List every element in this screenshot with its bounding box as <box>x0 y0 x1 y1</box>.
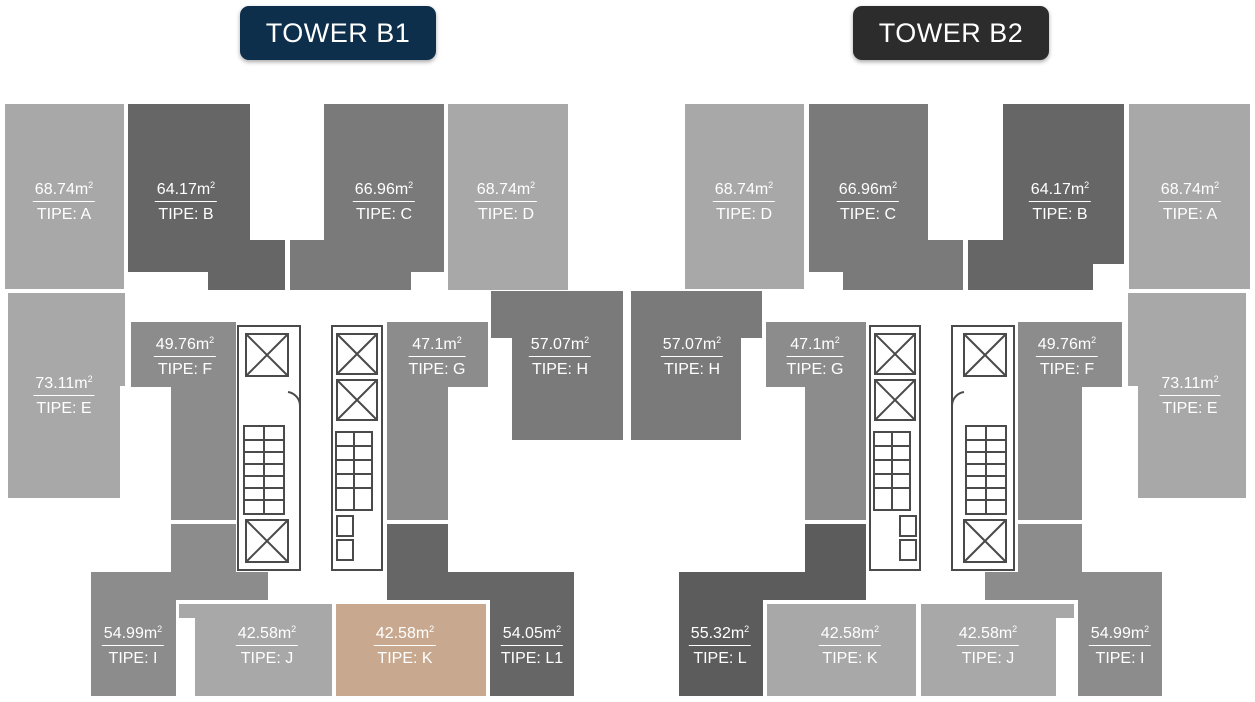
unit-b1-f[interactable] <box>131 322 236 520</box>
unit-b2-l[interactable] <box>679 524 866 696</box>
unit-b1-b[interactable] <box>128 104 285 290</box>
unit-b1-i[interactable] <box>91 524 268 696</box>
tower-b2-button[interactable]: TOWER B2 <box>853 6 1049 60</box>
core-b1 <box>237 325 383 571</box>
unit-b1-e[interactable] <box>8 293 125 498</box>
unit-b1-g[interactable] <box>387 322 488 520</box>
unit-b2-e[interactable] <box>1128 293 1246 498</box>
unit-b2-g[interactable] <box>766 322 866 520</box>
unit-b1-l1[interactable] <box>387 524 574 696</box>
unit-b1-c[interactable] <box>290 104 444 290</box>
unit-b1-k[interactable] <box>336 604 486 696</box>
tower-b1-button[interactable]: TOWER B1 <box>240 6 436 60</box>
unit-b2-k[interactable] <box>767 604 916 696</box>
unit-b1-h[interactable] <box>491 291 623 440</box>
unit-b2-h[interactable] <box>631 291 762 440</box>
unit-b2-f[interactable] <box>1018 322 1122 520</box>
unit-b1-d[interactable] <box>448 104 568 290</box>
core-b2 <box>869 325 1015 571</box>
unit-b2-j[interactable] <box>921 604 1074 696</box>
unit-b2-c[interactable] <box>809 104 963 290</box>
unit-b2-d[interactable] <box>685 104 804 289</box>
unit-b2-b[interactable] <box>968 104 1124 290</box>
unit-b1-a[interactable] <box>5 104 124 289</box>
unit-b2-a[interactable] <box>1129 104 1250 289</box>
unit-b2-i[interactable] <box>985 524 1162 696</box>
unit-b1-j[interactable] <box>179 604 332 696</box>
